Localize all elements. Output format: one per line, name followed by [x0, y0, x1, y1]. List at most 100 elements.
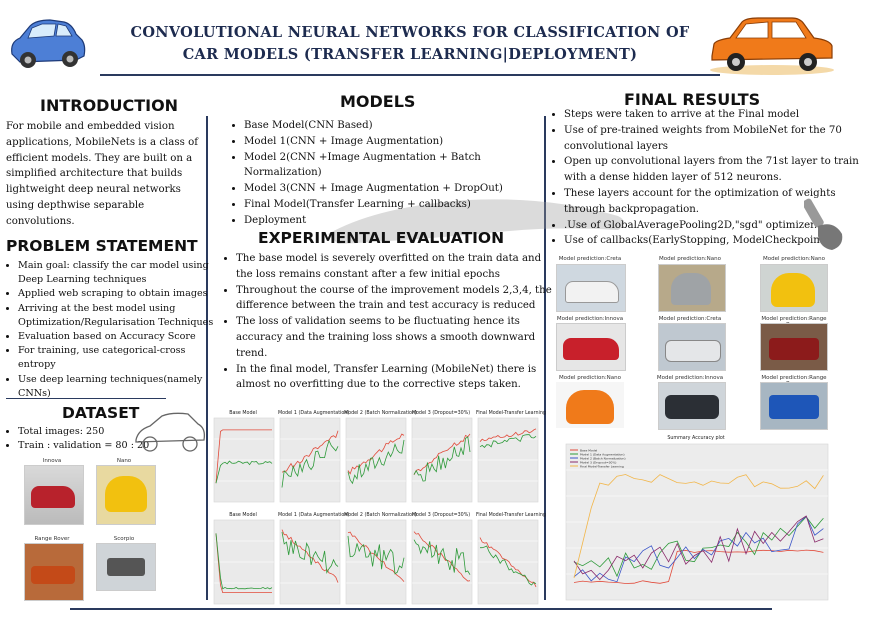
model-item: Model 2(CNN +Image Augmentation + Batch … — [244, 150, 554, 182]
bottom-rule — [70, 608, 772, 610]
plot-title: Model 1 (Data Augmentation) — [278, 513, 350, 518]
dataset-item: Total images: 250 — [18, 425, 158, 439]
column-divider-right — [544, 116, 546, 600]
prediction-image-creta-silver — [658, 323, 726, 371]
model-item: Model 1(CNN + Image Augmentation) — [244, 134, 554, 150]
final-item: Open up convolutional layers from the 71… — [564, 154, 866, 186]
prediction-caption: Model prediction:Nano — [762, 256, 826, 262]
final-results-list: Steps were taken to arrive at the Final … — [548, 107, 866, 249]
val-curve — [215, 460, 273, 484]
prediction-image-nano-orange — [556, 382, 624, 428]
dataset-car-sketch — [135, 412, 206, 452]
train-curve — [215, 533, 272, 593]
mini-plot — [213, 417, 275, 503]
dataset-list: Total images: 250 Train : validation = 8… — [2, 425, 158, 453]
val-curve — [413, 436, 471, 482]
experimental-item: In the final model, Transfer Learning (M… — [236, 362, 554, 394]
introduction-text: For mobile and embedded vision applicati… — [6, 121, 198, 227]
prediction-caption: Model prediction:Creta — [658, 316, 722, 322]
val-curve — [281, 439, 339, 488]
mini-plot — [279, 519, 341, 605]
experimental-item: Throughout the course of the improvement… — [236, 283, 554, 315]
model-item: Base Model(CNN Based) — [244, 118, 554, 134]
train-curve — [215, 429, 272, 484]
final-item: These layers account for the optimizatio… — [564, 186, 866, 218]
problem-item: Applied web scraping to obtain images — [18, 287, 218, 301]
plot-title: Base Model — [229, 411, 257, 416]
summary-series-line — [573, 516, 824, 578]
summary-series-line — [573, 515, 824, 581]
final-item: .Use of GlobalAveragePooling2D,"sgd" opt… — [564, 218, 866, 234]
training-curves — [213, 417, 539, 605]
legend-label: Base Model — [580, 449, 597, 453]
sample-label-range-rover: Range Rover — [34, 536, 70, 542]
train-curve — [413, 531, 471, 582]
final-item: Steps were taken to arrive at the Final … — [564, 107, 866, 123]
train-curve — [281, 430, 339, 473]
title-underline — [100, 74, 720, 76]
prediction-caption: Model prediction:Nano — [658, 256, 722, 262]
legend-label: Model 2 (Batch Normalization) — [580, 457, 626, 461]
prediction-image-innova-dark — [658, 382, 726, 430]
column-divider-left — [206, 116, 208, 600]
legend-label: Model 3 (Dropout=30%) — [580, 461, 616, 465]
dataset-underline — [6, 398, 166, 399]
summary-series-line — [573, 474, 824, 579]
sample-label-innova: Innova — [42, 458, 62, 464]
training-plots-grid: Base Model Model 1 (Data Augmentation) M… — [212, 410, 546, 606]
plot-title: Final Model-Transfer Learning — [476, 513, 546, 518]
orange-car-illustration — [710, 17, 834, 75]
model-item: Deployment — [244, 213, 554, 229]
summary-title: Summary Accuracy plot — [667, 436, 725, 441]
prediction-caption: Model prediction:Nano — [558, 375, 622, 381]
prediction-image-creta — [556, 264, 626, 312]
prediction-grid: Model prediction:Creta Model prediction:… — [552, 256, 874, 434]
sample-image-range-rover — [24, 543, 84, 601]
mini-plot — [411, 417, 473, 503]
plot-title: Model 3 (Dropout=30%) — [411, 411, 471, 416]
car-key-illustration — [804, 198, 843, 250]
val-curve — [413, 539, 471, 575]
experimental-item: The loss of validation seems to be fluct… — [236, 314, 554, 361]
sample-image-innova — [24, 465, 84, 525]
models-list: Base Model(CNN Based) Model 1(CNN + Imag… — [228, 118, 554, 229]
prediction-caption: Model prediction:Creta — [558, 256, 622, 262]
prediction-caption: Model prediction:Innova — [556, 316, 624, 322]
problem-item: Evaluation based on Accuracy Score — [18, 330, 218, 344]
sample-image-scorpio — [96, 543, 156, 591]
model-item: Model 3(CNN + Image Augmentation + DropO… — [244, 181, 554, 197]
sample-image-nano — [96, 465, 156, 525]
experimental-list: The base model is severely overfitted on… — [220, 251, 554, 393]
experimental-heading: EXPERIMENTAL EVALUATION — [258, 229, 505, 247]
blue-car-illustration — [11, 19, 86, 68]
prediction-image-nano-yellow — [760, 264, 828, 312]
problem-heading: PROBLEM STATEMENT — [6, 237, 198, 255]
experimental-item: The base model is severely overfitted on… — [236, 251, 554, 283]
final-item: Use of callbacks(EarlyStopping, ModelChe… — [564, 233, 866, 249]
plot-title: Final Model-Transfer Learning — [476, 411, 546, 416]
prediction-image-nano — [658, 264, 726, 312]
introduction-heading: INTRODUCTION — [40, 96, 179, 115]
poster-title: CONVOLUTIONAL NEURAL NETWORKS FOR CLASSI… — [120, 22, 700, 66]
mini-plot — [213, 519, 275, 605]
mini-plot — [279, 417, 341, 503]
val-curve — [281, 531, 339, 574]
title-line-2: CAR MODELS (TRANSFER LEARNING|DEPLOYMENT… — [182, 46, 638, 63]
summary-series-line — [573, 515, 824, 583]
problem-item: Main goal: classify the car model using … — [18, 259, 218, 287]
legend-label: Model 1 (Data Augmentation) — [580, 453, 625, 457]
final-results-heading: FINAL RESULTS — [624, 90, 761, 109]
problem-list: Main goal: classify the car model using … — [2, 259, 218, 401]
mini-plot — [477, 519, 539, 605]
problem-item: Arriving at the best model using Optimiz… — [18, 302, 218, 330]
val-curve — [479, 434, 537, 448]
plot-title: Model 1 (Data Augmentation) — [278, 411, 350, 416]
mini-plot — [477, 417, 539, 503]
val-curve — [347, 439, 405, 485]
prediction-image-range-rover-blue — [760, 382, 828, 430]
dataset-heading: DATASET — [62, 404, 140, 422]
mini-plot — [411, 519, 473, 605]
plot-title: Base Model — [229, 513, 257, 518]
val-curve — [215, 533, 273, 590]
